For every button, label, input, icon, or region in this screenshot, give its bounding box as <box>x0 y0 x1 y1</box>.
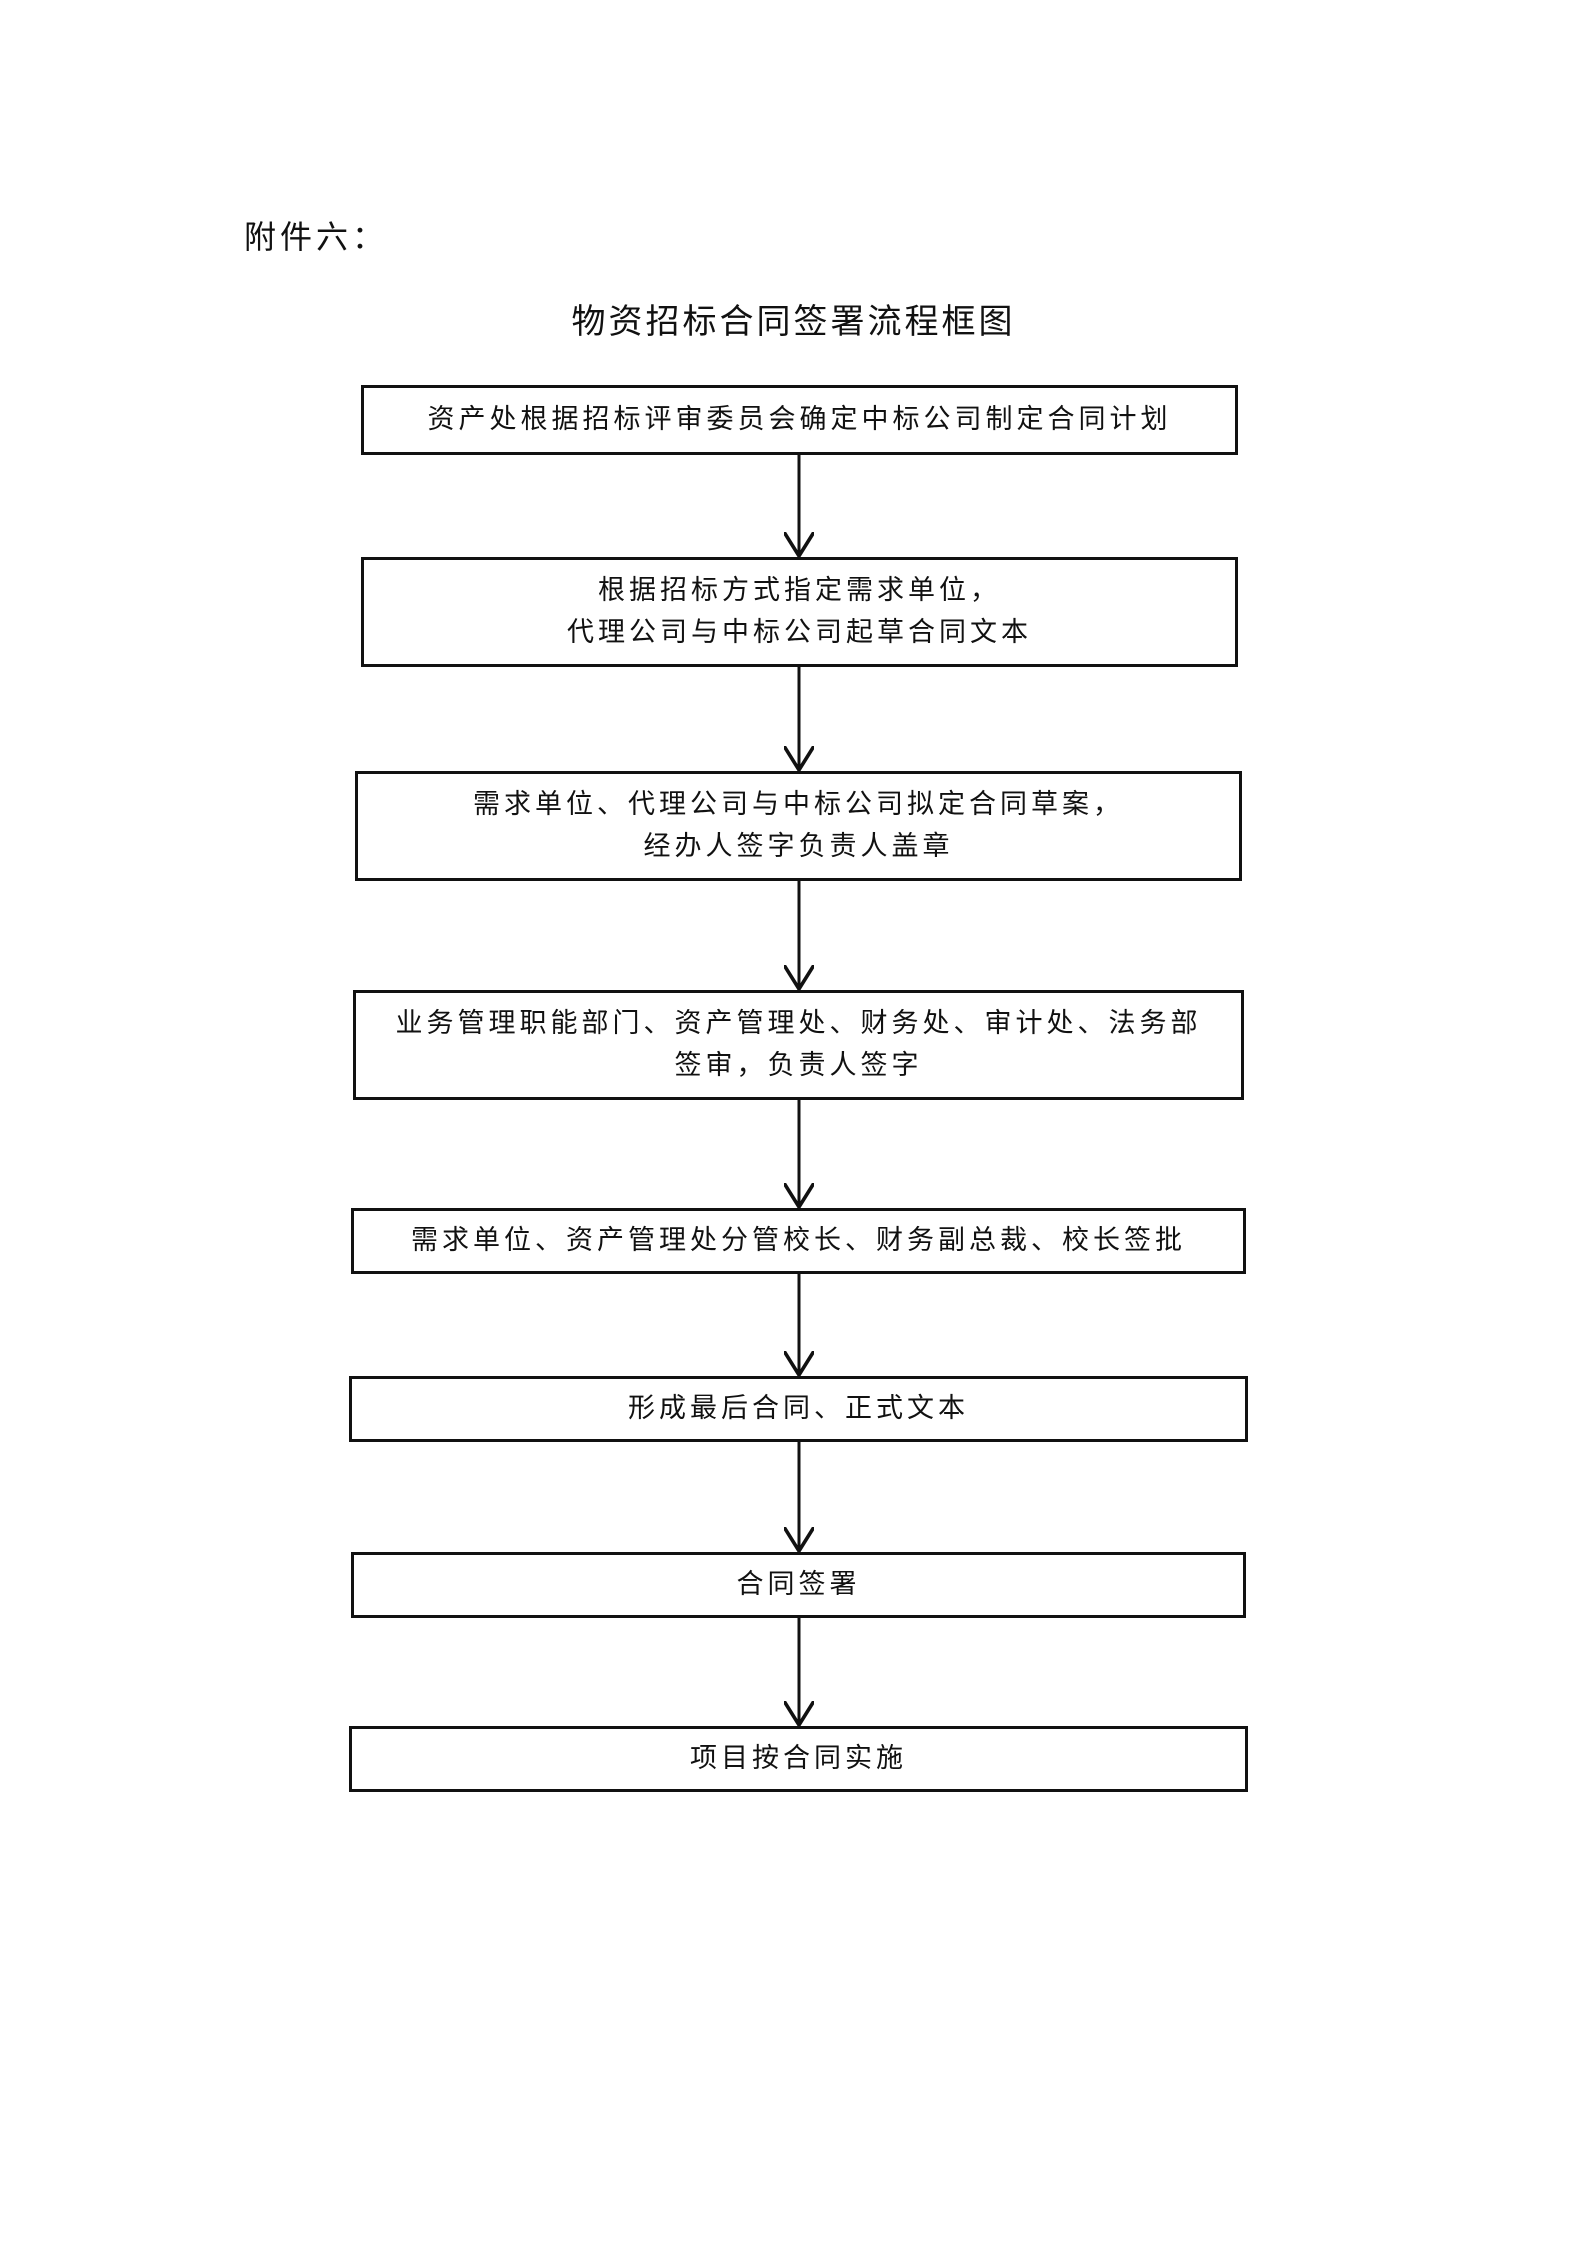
page-label: 附件六： <box>244 218 389 256</box>
flow-step-6-text: 形成最后合同、正式文本 <box>628 1393 969 1424</box>
flow-step-4: 业务管理职能部门、资产管理处、财务处、审计处、法务部 签审，负责人签字 <box>353 990 1244 1100</box>
flow-step-5-text: 需求单位、资产管理处分管校长、财务副总裁、校长签批 <box>411 1225 1186 1256</box>
flow-step-1: 资产处根据招标评审委员会确定中标公司制定合同计划 <box>361 385 1238 455</box>
diagram-title: 物资招标合同签署流程框图 <box>571 302 1016 342</box>
flow-step-6: 形成最后合同、正式文本 <box>349 1376 1248 1442</box>
flow-step-7-text: 合同签署 <box>736 1569 861 1600</box>
flow-step-8: 项目按合同实施 <box>349 1726 1248 1792</box>
flow-step-4-text: 业务管理职能部门、资产管理处、财务处、审计处、法务部 签审，负责人签字 <box>395 1008 1202 1081</box>
flow-step-7: 合同签署 <box>351 1552 1246 1618</box>
flow-step-3-text: 需求单位、代理公司与中标公司拟定合同草案， 经办人签字负责人盖章 <box>473 789 1124 862</box>
flow-step-1-text: 资产处根据招标评审委员会确定中标公司制定合同计划 <box>427 404 1172 435</box>
flow-step-2-text: 根据招标方式指定需求单位， 代理公司与中标公司起草合同文本 <box>567 575 1032 648</box>
flow-step-3: 需求单位、代理公司与中标公司拟定合同草案， 经办人签字负责人盖章 <box>355 771 1242 881</box>
flow-step-8-text: 项目按合同实施 <box>690 1743 907 1774</box>
